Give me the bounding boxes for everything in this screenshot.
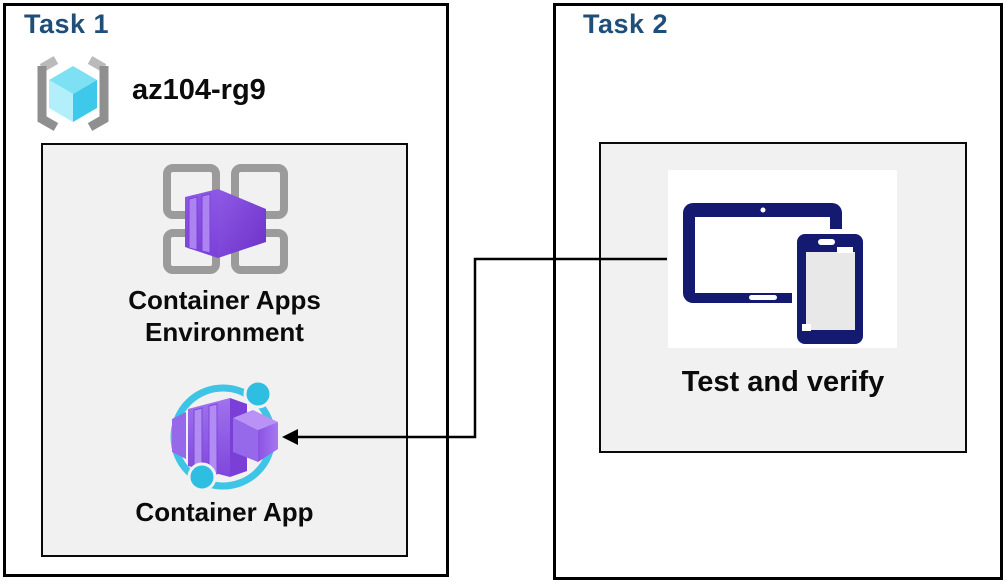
container-apps-environment-icon [163, 164, 288, 274]
environment-label: Container Apps Environment [41, 285, 408, 348]
resource-group-name: az104-rg9 [132, 74, 266, 106]
container-app-icon [170, 379, 278, 492]
task2-title: Task 2 [583, 9, 669, 39]
environment-label-line1: Container Apps [128, 285, 321, 315]
container-app-label: Container App [135, 497, 314, 527]
task1-title: Task 1 [24, 9, 110, 39]
resource-group-icon [37, 56, 109, 131]
environment-label-line2: Environment [145, 316, 304, 347]
verify-label: Test and verify [681, 366, 885, 398]
tablet-and-phone-icon [683, 203, 868, 348]
